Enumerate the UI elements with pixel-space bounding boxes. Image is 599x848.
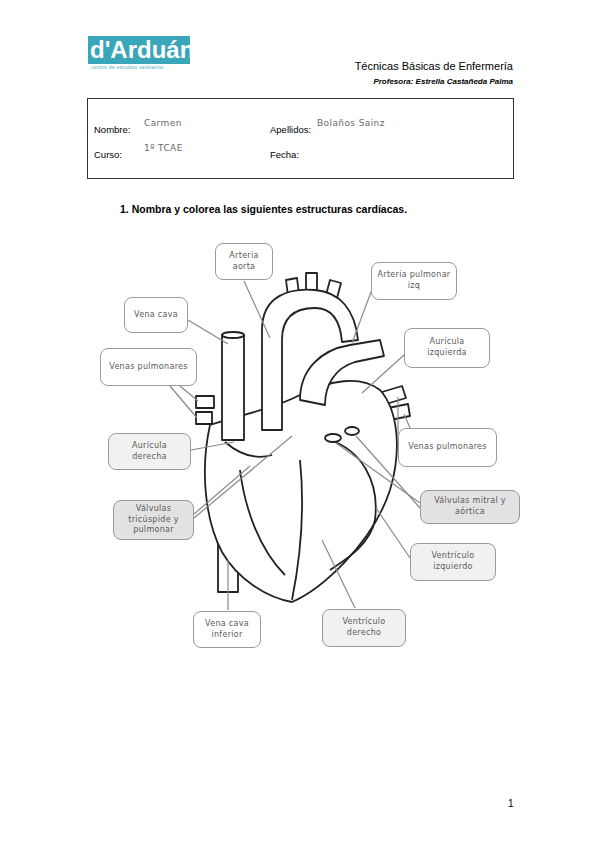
- form-label: Apellidos:: [270, 124, 311, 135]
- heart-drawing: [196, 273, 410, 602]
- label-box: Aurícula izquierda: [404, 328, 490, 368]
- label-box: Vena cava inferior: [193, 611, 261, 648]
- label-box: Venas pulmonares: [398, 428, 497, 467]
- logo-text: d'Arduán: [90, 36, 194, 64]
- label-box: Vena cava: [124, 297, 188, 333]
- student-form: Nombre: CarmenApellidos: Bolaños SainzCurs…: [87, 98, 514, 179]
- label-box: Arteria aorta: [215, 243, 273, 280]
- leader-lines: [170, 281, 420, 610]
- label-box: Ventrículo derecho: [322, 609, 406, 647]
- form-label: Curso:: [94, 149, 122, 160]
- logo-subtitle: centro de estudios sanitarios: [91, 64, 163, 70]
- course-name: Técnicas Básicas de Enfermería: [355, 60, 513, 72]
- handwritten-entry: Carmen: [144, 118, 182, 128]
- structure-name: Venas pulmonares: [408, 442, 487, 453]
- structure-name: Válvulas mitral y aórtica: [426, 496, 514, 518]
- structure-name: Aurícula derecha: [114, 441, 185, 463]
- form-label: Nombre:: [94, 124, 130, 135]
- handwritten-entry: Bolaños Sainz: [317, 118, 385, 128]
- structure-name: Vena cava: [134, 310, 178, 321]
- structure-name: Arteria aorta: [221, 251, 267, 273]
- page-number: 1: [508, 798, 514, 809]
- label-box: Válvulas mitral y aórtica: [420, 490, 520, 524]
- label-box: Venas pulmonares: [100, 348, 197, 386]
- label-box: Arteria pulmonar izq: [371, 262, 457, 300]
- handwritten-entry: 1º TCAE: [144, 143, 183, 153]
- structure-name: Vena cava inferior: [199, 619, 255, 641]
- label-box: Aurícula derecha: [108, 433, 191, 470]
- structure-name: Aurícula izquierda: [410, 337, 484, 359]
- label-box: Ventrículo izquierdo: [410, 543, 496, 581]
- exercise-title: 1. Nombra y colorea las siguientes estru…: [120, 203, 407, 215]
- label-box: Válvulas tricúspide y pulmonar: [113, 500, 194, 540]
- structure-name: Venas pulmonares: [109, 362, 188, 373]
- structure-name: Ventrículo derecho: [328, 617, 400, 639]
- structure-name: Ventrículo izquierdo: [416, 551, 490, 573]
- structure-name: Arteria pulmonar izq: [377, 270, 451, 292]
- form-label: Fecha:: [270, 149, 299, 160]
- structure-name: Válvulas tricúspide y pulmonar: [119, 504, 188, 536]
- teacher-name: Profesora: Estrella Castañeda Palma: [373, 77, 513, 86]
